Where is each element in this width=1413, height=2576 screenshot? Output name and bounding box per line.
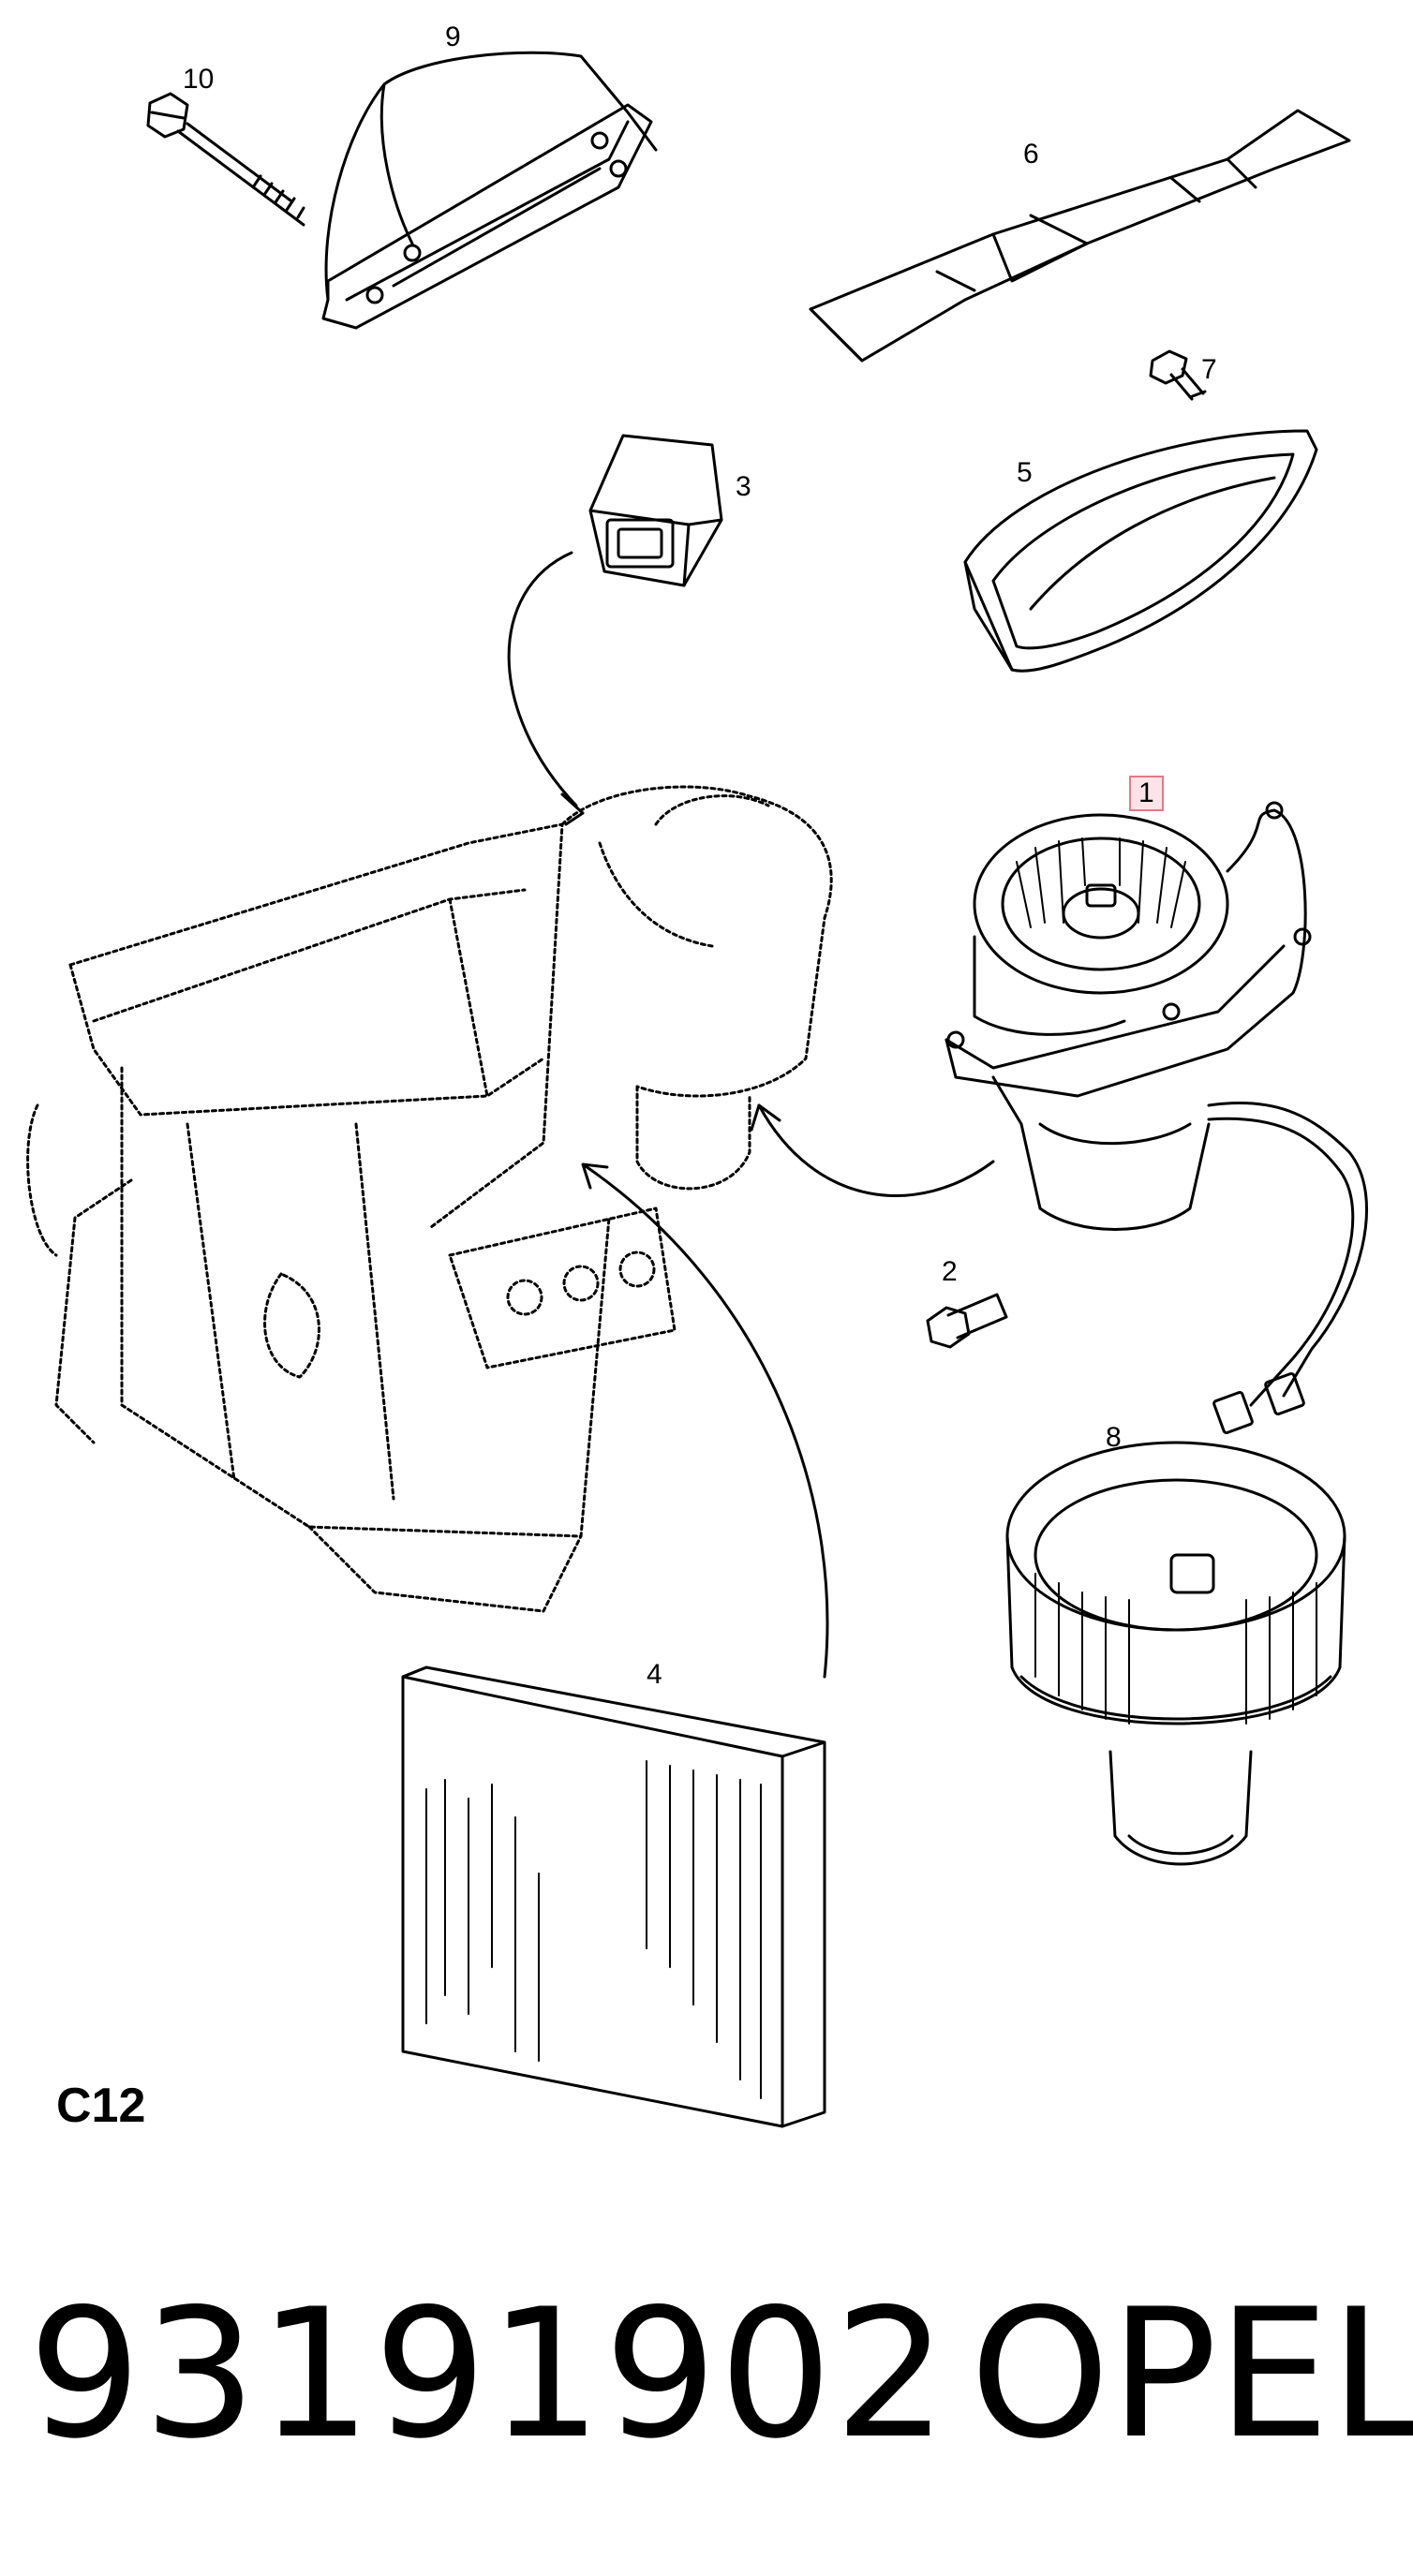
bolt-part-7	[1149, 349, 1207, 401]
callout-4: 4	[647, 1659, 662, 1690]
callout-5: 5	[1017, 457, 1033, 488]
callout-8: 8	[1106, 1422, 1122, 1453]
fan-part-8	[1005, 1441, 1346, 1866]
screw-part-10	[146, 92, 305, 227]
callout-2: 2	[942, 1256, 958, 1287]
bolt-part-2	[926, 1293, 1008, 1349]
callout-9: 9	[445, 22, 461, 52]
part-number: 93191902	[28, 2271, 950, 2478]
duct-part-6	[809, 109, 1351, 363]
cover-part-9	[321, 51, 658, 330]
callout-3: 3	[736, 471, 751, 502]
callout-7: 7	[1201, 354, 1217, 385]
callout-6: 6	[1023, 139, 1039, 170]
callout-1: 1	[1129, 776, 1164, 811]
callout-10: 10	[183, 64, 215, 95]
brand-name: OPEL	[970, 2271, 1413, 2478]
gasket-part-5	[963, 429, 1318, 673]
heater-unit-outline	[26, 785, 833, 1613]
section-code: C12	[56, 2079, 146, 2133]
resistor-part-3	[588, 434, 723, 587]
assembly-arrows	[507, 551, 995, 1679]
blower-assembly-part-1	[944, 801, 1369, 1435]
filter-part-4	[401, 1666, 826, 2128]
